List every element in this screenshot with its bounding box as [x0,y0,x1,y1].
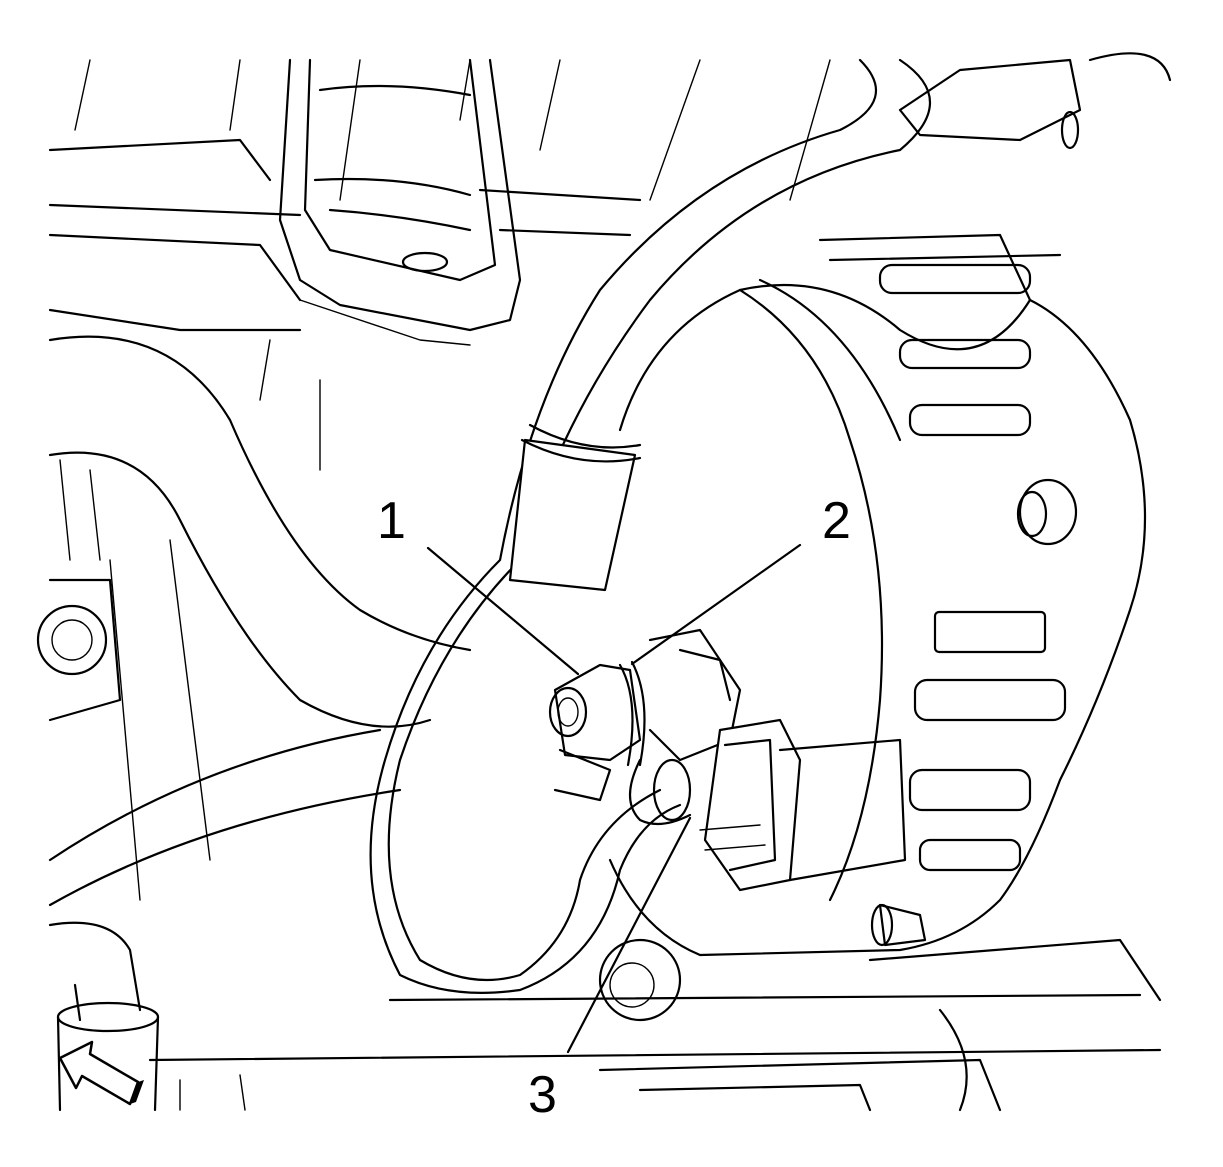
cooling-slots [878,263,1067,872]
terminal-assembly [548,628,907,892]
engine-background [48,59,831,471]
leader-line-2 [630,543,802,666]
arrow-icon [58,1040,144,1106]
callout-2: 2 [822,492,851,550]
callout-1: 1 [377,492,406,550]
leader-line-1 [426,546,580,676]
lower-chassis [148,938,1162,1112]
alternator [598,52,1172,1022]
callout-3: 3 [528,1066,557,1124]
wiring-harness [369,58,932,994]
upper-bracket [278,58,522,346]
lower-left-hose [48,921,160,1112]
leader-lines [426,543,802,1054]
leader-line-3 [566,816,692,1054]
left-hoses [36,335,472,907]
